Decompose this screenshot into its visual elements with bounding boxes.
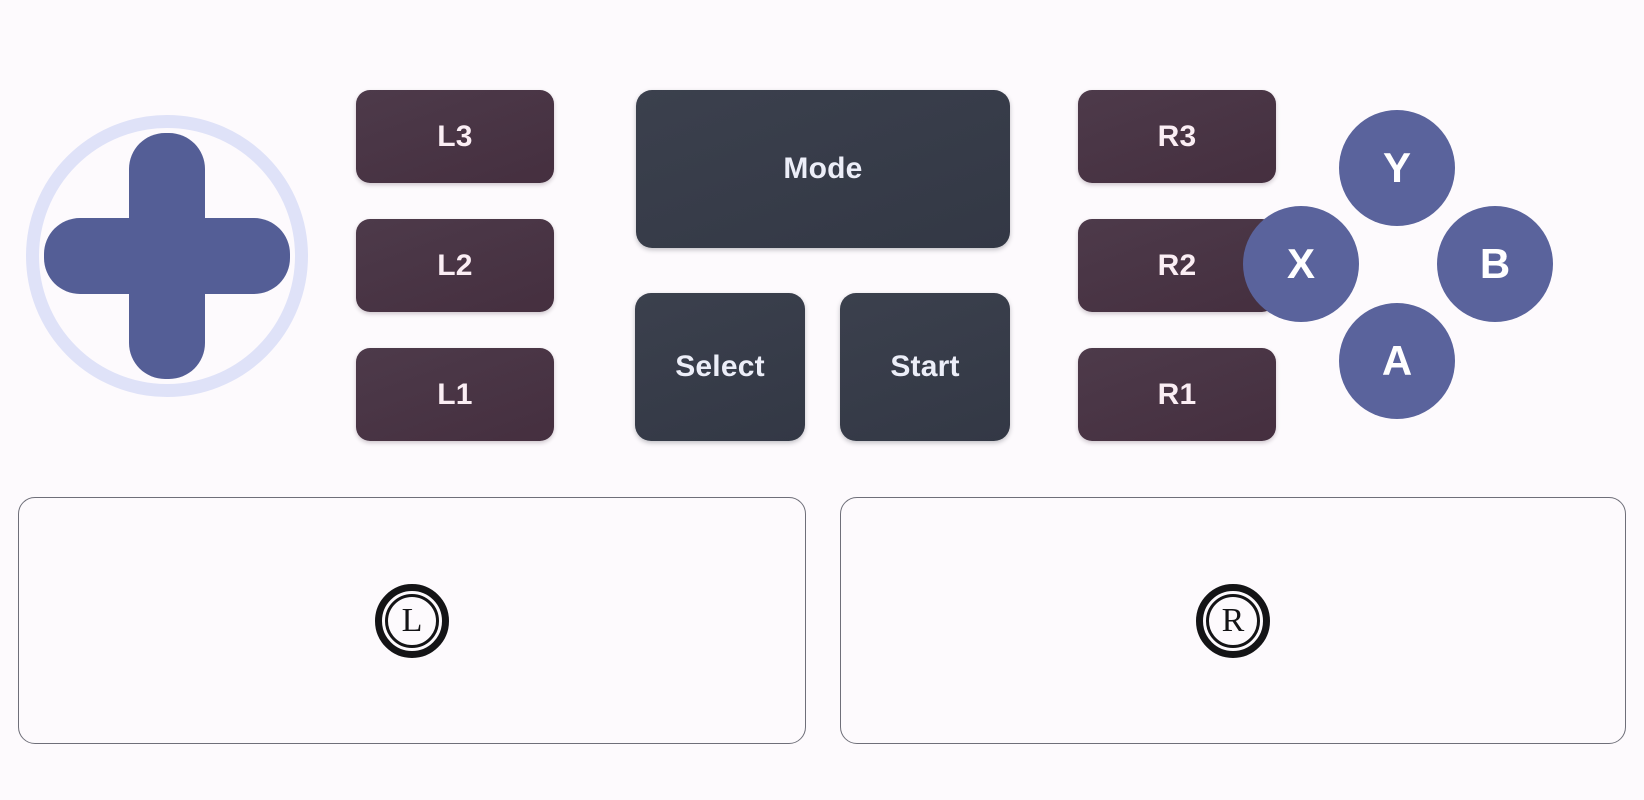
badge-letter: R	[1221, 601, 1245, 639]
badge-inner-ring	[1206, 593, 1260, 648]
badge-inner-ring	[385, 593, 439, 648]
button-x[interactable]: X	[1243, 206, 1359, 322]
button-r1[interactable]: R1	[1078, 348, 1276, 441]
circled-r-icon: R	[1196, 583, 1270, 658]
dpad-cross-icon	[44, 133, 290, 379]
button-l2[interactable]: L2	[356, 219, 554, 312]
badge-letter: L	[401, 601, 423, 639]
button-r3[interactable]: R3	[1078, 90, 1276, 183]
button-l1[interactable]: L1	[356, 348, 554, 441]
button-b[interactable]: B	[1437, 206, 1553, 322]
touch-panel-left[interactable]: L	[18, 497, 806, 744]
button-start[interactable]: Start	[840, 293, 1010, 441]
button-y[interactable]: Y	[1339, 110, 1455, 226]
circled-l-icon: L	[375, 583, 449, 658]
badge-outer-ring	[375, 583, 449, 658]
button-a[interactable]: A	[1339, 303, 1455, 419]
dpad-horizontal-arm	[44, 218, 290, 294]
button-select[interactable]: Select	[635, 293, 805, 441]
touch-panel-right[interactable]: R	[840, 497, 1626, 744]
button-l3[interactable]: L3	[356, 90, 554, 183]
button-mode[interactable]: Mode	[636, 90, 1010, 248]
badge-outer-ring	[1196, 583, 1270, 658]
directional-pad[interactable]	[26, 115, 308, 397]
